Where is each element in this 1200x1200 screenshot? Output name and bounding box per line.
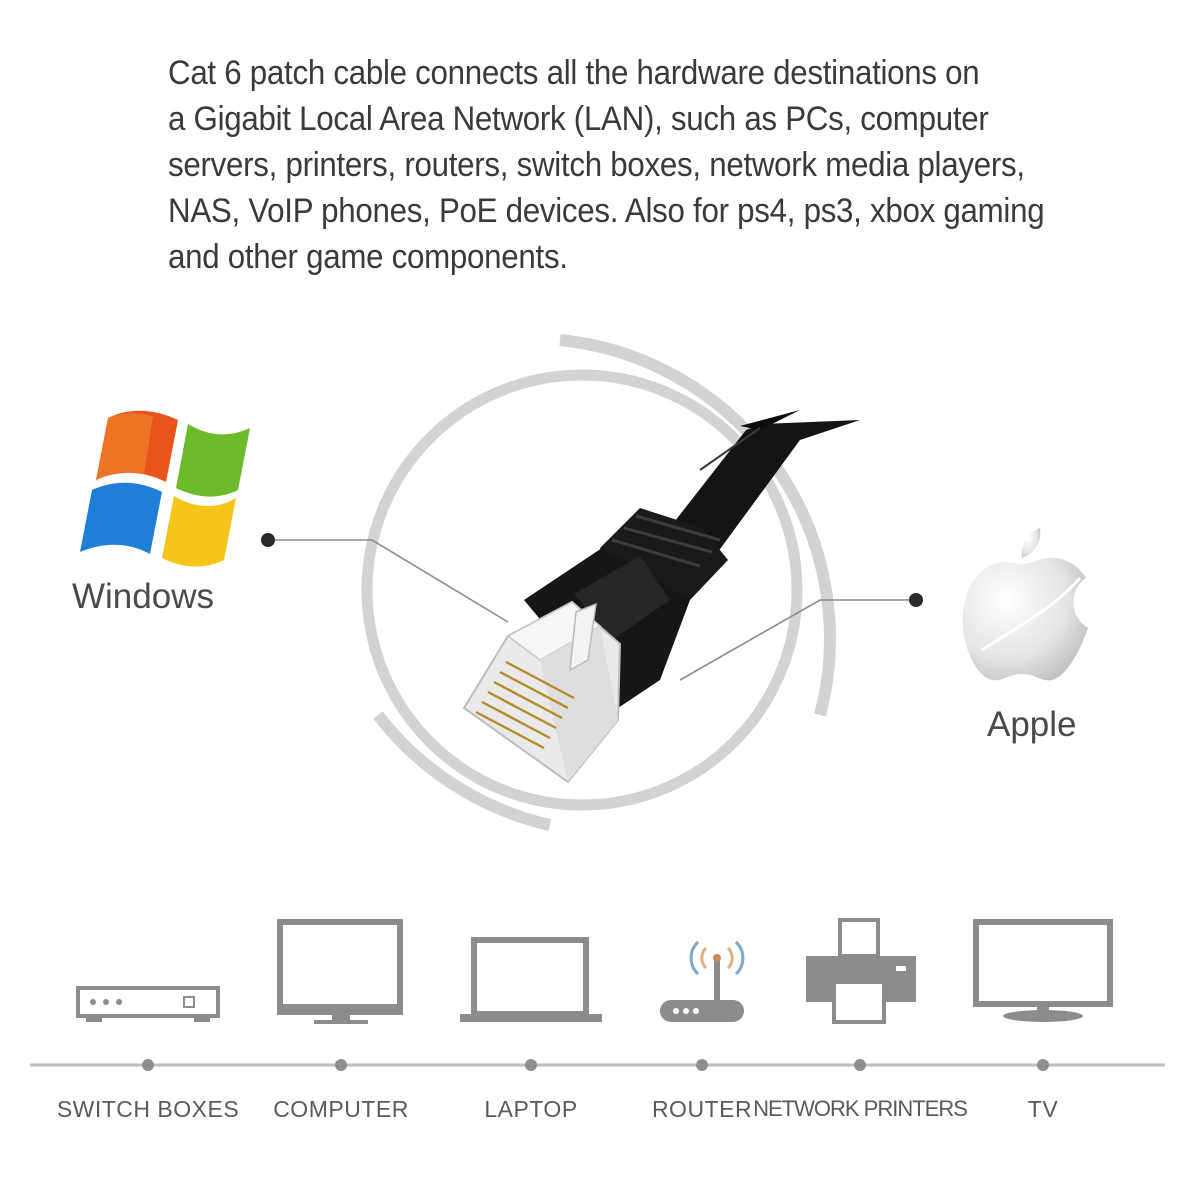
timeline-dot-network-printers xyxy=(854,1059,866,1071)
device-label-network-printers: NETWORK PRINTERS xyxy=(753,1096,968,1121)
switch-box-icon xyxy=(76,986,220,1022)
apple-logo-icon xyxy=(962,528,1088,681)
timeline-dot-tv xyxy=(1037,1059,1049,1071)
device-label-switch-boxes: SWITCH BOXES xyxy=(56,1096,240,1122)
intro-line: servers, printers, routers, switch boxes… xyxy=(168,146,1025,184)
intro-paragraph: Cat 6 patch cable connects all the hardw… xyxy=(168,50,1068,280)
apple-connector-dot xyxy=(909,593,923,607)
timeline-dot-laptop xyxy=(525,1059,537,1071)
apple-connector-line xyxy=(679,599,916,681)
monitor-icon xyxy=(277,919,403,1024)
intro-line: NAS, VoIP phones, PoE devices. Also for … xyxy=(168,192,1045,230)
device-label-laptop: LAPTOP xyxy=(484,1096,578,1122)
tv-icon xyxy=(973,919,1113,1022)
timeline-dot-switch-boxes xyxy=(142,1059,154,1071)
connector-lines xyxy=(268,539,916,681)
intro-line: Cat 6 patch cable connects all the hardw… xyxy=(168,54,980,92)
device-label-computer: COMPUTER xyxy=(273,1096,409,1122)
apple-label: Apple xyxy=(987,705,1077,744)
windows-label: Windows xyxy=(72,577,214,616)
device-label-tv: TV xyxy=(1027,1096,1059,1122)
inner-ring xyxy=(361,369,803,811)
printer-icon xyxy=(806,918,916,1024)
windows-logo-icon xyxy=(80,410,250,567)
outer-arc-left xyxy=(373,711,552,831)
windows-connector-line xyxy=(268,539,509,623)
timeline-dot-computer xyxy=(335,1059,347,1071)
device-label-router: ROUTER xyxy=(651,1096,753,1122)
router-icon xyxy=(660,940,745,1022)
laptop-icon xyxy=(460,937,602,1022)
windows-connector-dot xyxy=(261,533,275,547)
timeline-dot-router xyxy=(696,1059,708,1071)
intro-line: and other game components. xyxy=(168,238,568,276)
timeline-dots xyxy=(142,1059,1049,1071)
ethernet-cable-icon xyxy=(462,410,860,784)
intro-line: a Gigabit Local Area Network (LAN), such… xyxy=(168,100,989,138)
